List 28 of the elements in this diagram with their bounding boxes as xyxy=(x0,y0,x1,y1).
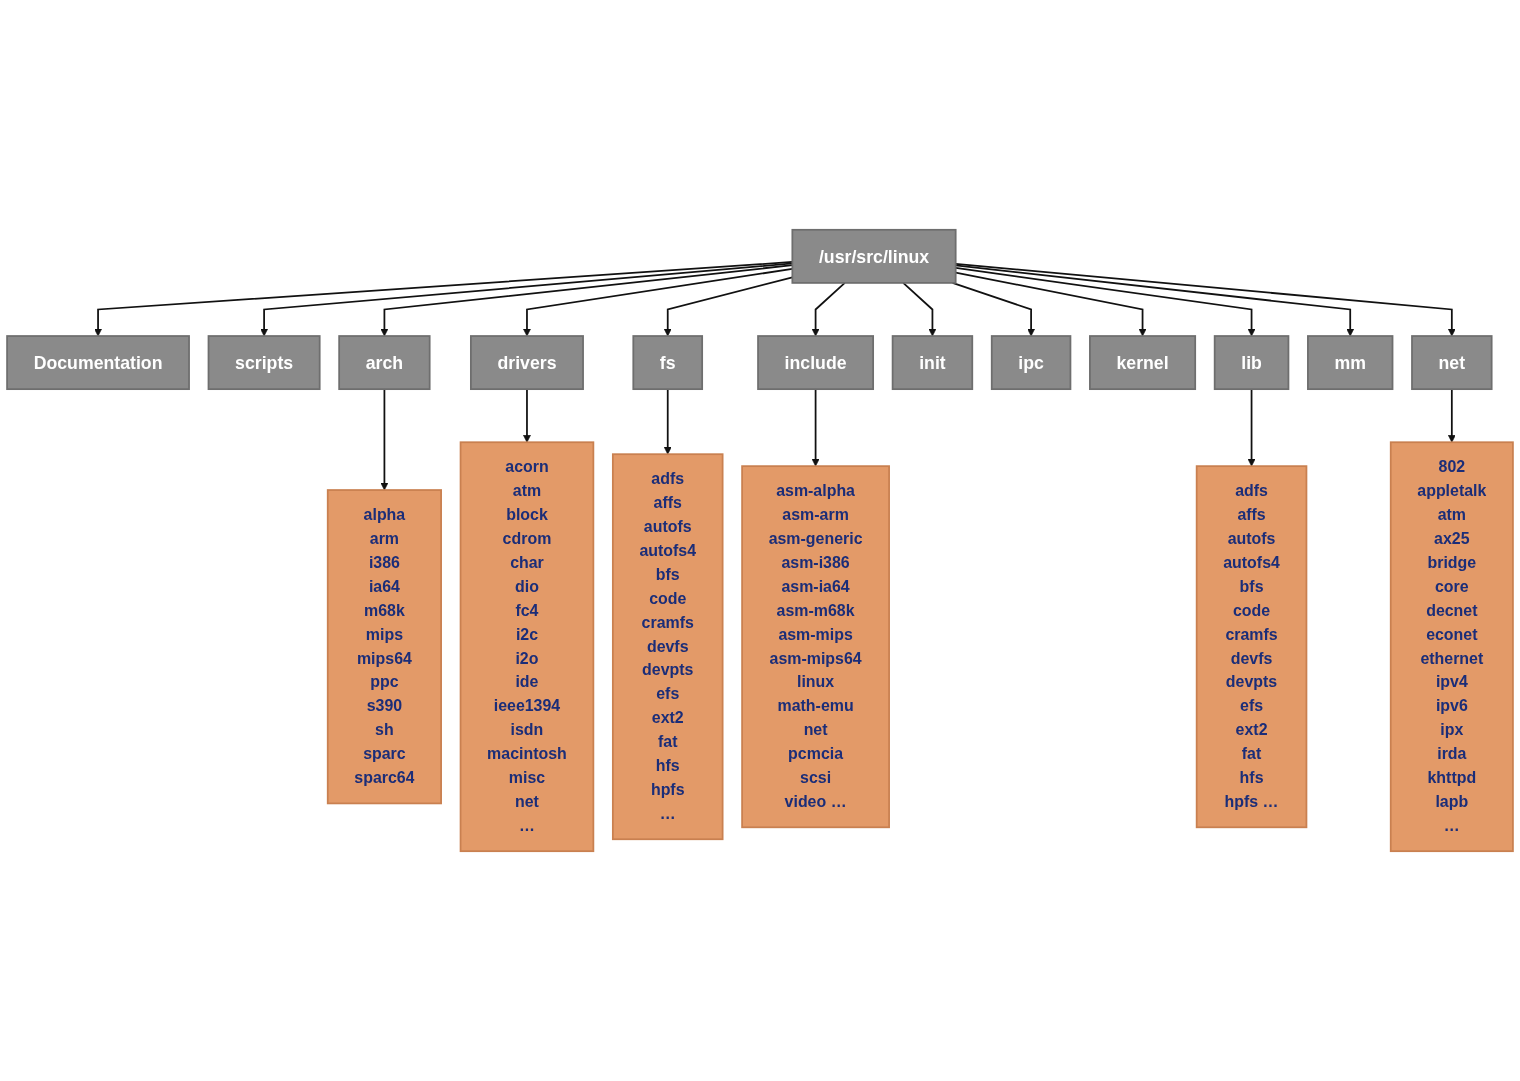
arrow xyxy=(523,388,531,443)
arrow xyxy=(951,282,1035,337)
node-box: net xyxy=(1411,335,1493,391)
node-box: ipc xyxy=(990,335,1072,391)
node-box: kernel xyxy=(1089,335,1197,391)
node-box: adfs affs autofs autofs4 bfs code cramfs devfs devpts efs ext2 fat hfs hpfs … xyxy=(1195,465,1308,829)
node-box: /usr/src/linux xyxy=(791,228,957,284)
node-box: scripts xyxy=(207,335,321,391)
node-box: lib xyxy=(1213,335,1290,391)
arrow xyxy=(811,388,820,467)
node-box: mm xyxy=(1307,335,1394,391)
node-box: fs xyxy=(632,335,704,391)
node-box: acorn atm block cdrom char dio fc4 i2c i2o ide ieee1394 isdn macintosh misc net … xyxy=(459,441,595,853)
node-box: arch xyxy=(338,335,431,391)
node-box: Documentation xyxy=(6,335,190,391)
node-box: init xyxy=(891,335,974,391)
arrow xyxy=(380,388,389,491)
arrow xyxy=(1447,388,1456,443)
node-box: alpha arm i386 ia64 m68k mips mips64 ppc s390 sh sparc sparc64 xyxy=(326,489,442,805)
arrow xyxy=(811,282,846,337)
node-box: adfs affs autofs autofs4 bfs code cramfs devfs devpts efs ext2 fat hfs hpfs … xyxy=(611,453,724,841)
node-box: 802 appletalk atm ax25 bridge core decnet econet ethernet ipv4 ipv6 ipx irda khttpd lapb … xyxy=(1389,441,1514,853)
arrow xyxy=(1247,388,1256,467)
node-box: include xyxy=(757,335,874,391)
node-box: asm-alpha asm-arm asm-generic asm-i386 asm-ia64 asm-m68k asm-mips asm-mips64 linux math-emu net pcmcia scsi video … xyxy=(741,465,890,829)
arrow xyxy=(663,388,672,455)
node-box: drivers xyxy=(470,335,584,391)
arrow xyxy=(902,282,937,337)
